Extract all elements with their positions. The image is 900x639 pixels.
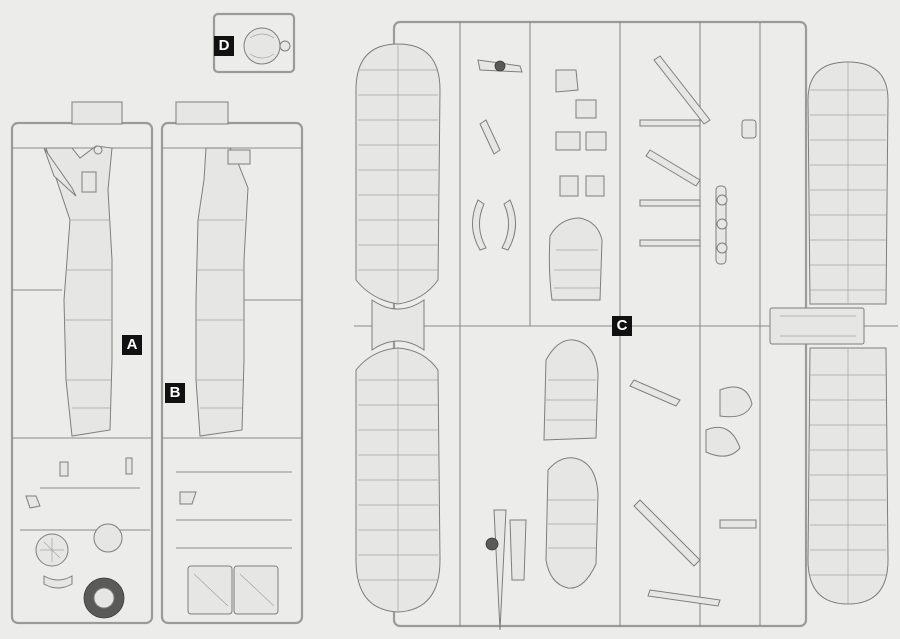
sprue-label-c: C bbox=[612, 316, 632, 336]
sprue-label-d: D bbox=[214, 36, 234, 56]
sprue-a-fuselage-half bbox=[43, 145, 113, 437]
sprue-c-lower-wing bbox=[769, 61, 889, 605]
sprue-b-fuselage-half bbox=[195, 147, 251, 437]
sprue-c-small-parts bbox=[472, 55, 757, 631]
sprue-c-tailplane-lower bbox=[543, 339, 599, 589]
sprue-b-small-parts bbox=[176, 471, 292, 615]
sprue-label-a: A bbox=[122, 335, 142, 355]
sprue-c-tailplane-upper bbox=[548, 217, 603, 301]
sprue-b-frame bbox=[160, 101, 304, 625]
sprue-a-small-parts bbox=[20, 457, 150, 619]
sprue-a-frame bbox=[10, 101, 154, 625]
sprue-d-frame bbox=[212, 12, 296, 74]
sprue-label-b: B bbox=[165, 383, 185, 403]
sprue-c-upper-wing bbox=[355, 43, 441, 613]
